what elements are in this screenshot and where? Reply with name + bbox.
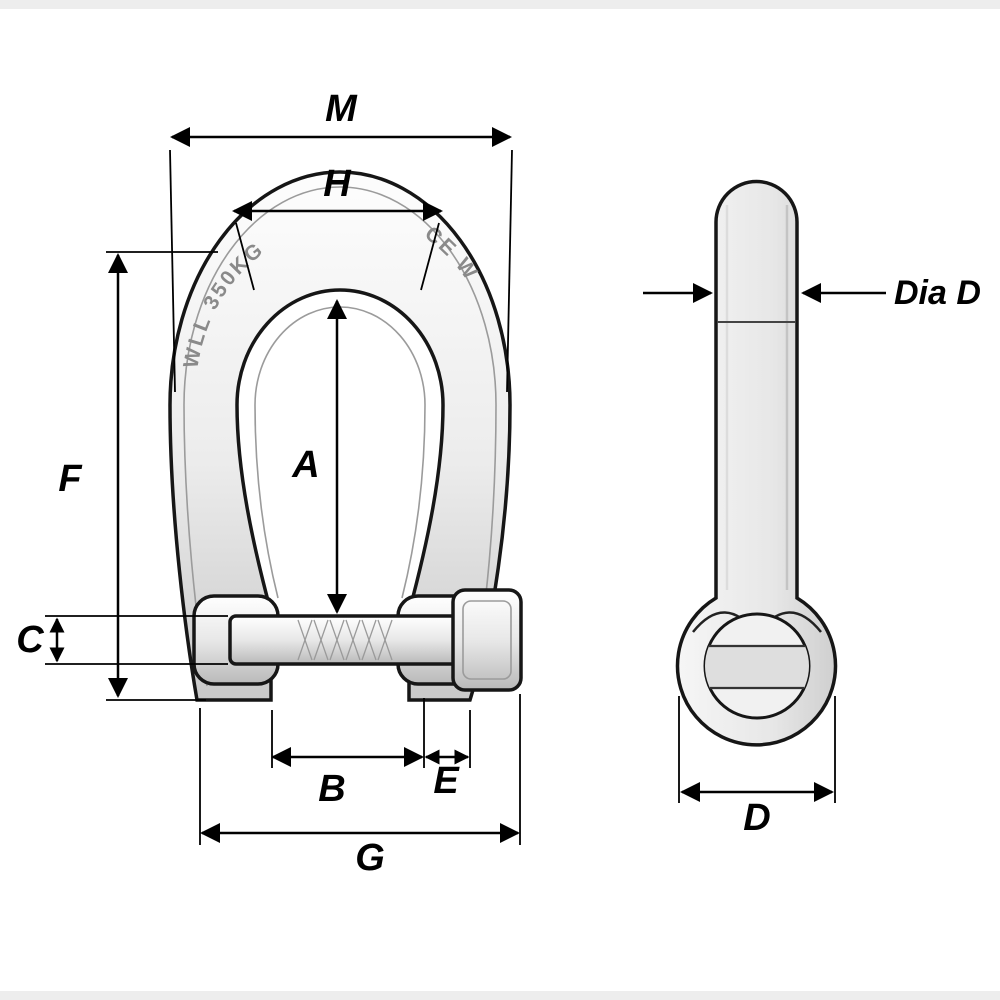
dim-label-f: F	[58, 458, 83, 500]
dim-h: H	[231, 163, 444, 291]
letterbox-bottom	[0, 991, 1000, 1000]
dim-c: C	[16, 615, 228, 665]
extension-line	[506, 149, 513, 393]
dim-label-b: B	[318, 768, 345, 810]
dim-label-g: G	[355, 837, 385, 879]
extension-line	[235, 222, 255, 291]
dim-b: B	[270, 698, 425, 810]
dim-g: G	[199, 694, 521, 879]
dim-label-d: D	[743, 797, 770, 839]
dim-dia-d: Dia D	[643, 274, 981, 312]
pin-head	[451, 588, 523, 692]
letterbox-top	[0, 0, 1000, 9]
dim-d: D	[678, 696, 836, 839]
dim-f: F	[58, 251, 218, 701]
pin-shaft	[228, 614, 464, 666]
dim-e: E	[424, 710, 471, 802]
dim-label-h: H	[323, 163, 352, 205]
dim-label-c: C	[16, 619, 44, 661]
bow-body	[168, 170, 512, 702]
side-view: Dia D D	[643, 179, 981, 839]
dim-label-m: M	[325, 88, 358, 130]
bow-outer-contour	[183, 186, 497, 687]
pin-knurl	[297, 619, 393, 661]
extension-line	[420, 222, 440, 291]
bow-inner-contour	[254, 306, 426, 599]
dim-label-dia-d: Dia D	[894, 274, 981, 312]
dim-label-e: E	[433, 760, 460, 802]
extension-line	[169, 149, 176, 393]
front-view: WLL 350KG CE W M	[16, 88, 523, 879]
dim-a: A	[291, 298, 347, 615]
eye-pin-band	[705, 646, 809, 688]
dim-m: M	[169, 88, 513, 393]
pin-head-facet	[462, 600, 512, 680]
dim-label-a: A	[291, 444, 319, 486]
